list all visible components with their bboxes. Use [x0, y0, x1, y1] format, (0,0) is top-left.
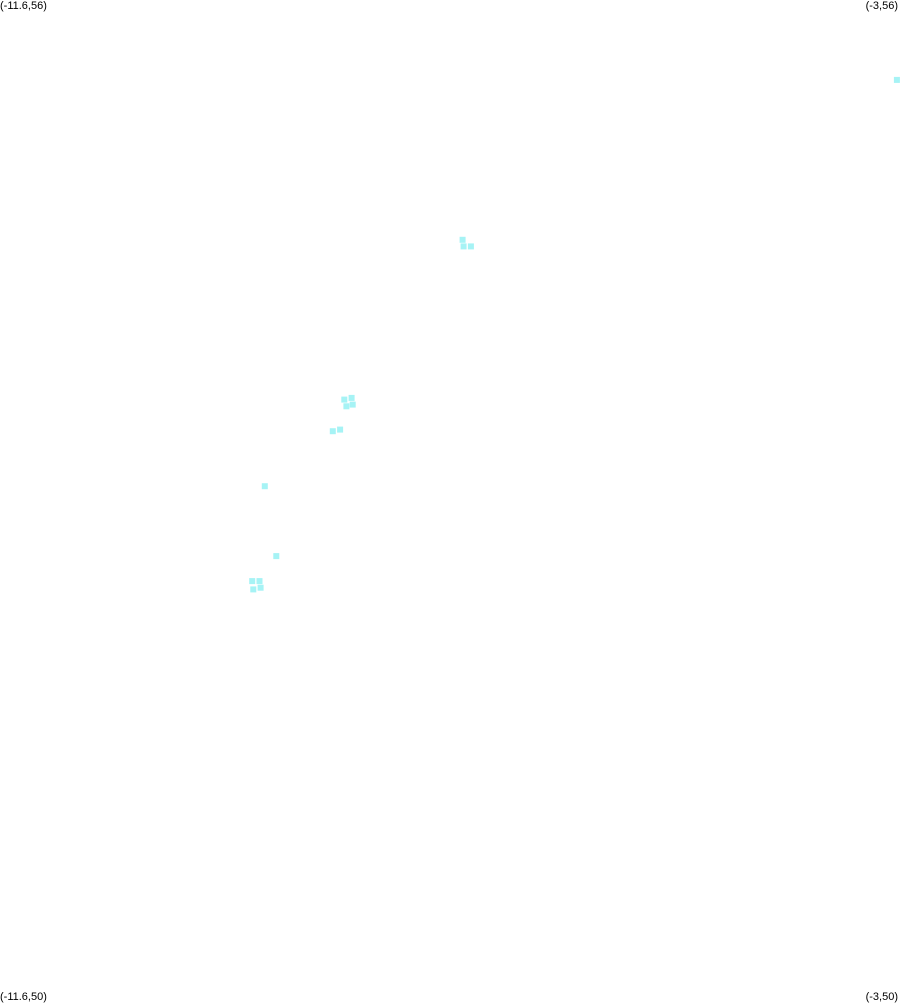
corner-label-top-left: (-11.6,56)	[0, 0, 47, 12]
point-marker[interactable]	[341, 396, 348, 403]
point-marker[interactable]	[348, 394, 355, 401]
point-marker[interactable]	[349, 401, 356, 408]
point-marker[interactable]	[261, 483, 268, 490]
point-marker[interactable]	[467, 243, 474, 250]
point-marker[interactable]	[250, 586, 257, 593]
point-marker[interactable]	[460, 243, 467, 250]
point-marker[interactable]	[893, 76, 900, 83]
point-marker[interactable]	[273, 553, 280, 560]
point-marker[interactable]	[329, 428, 336, 435]
point-marker[interactable]	[337, 426, 344, 433]
point-marker[interactable]	[257, 584, 264, 591]
point-marker[interactable]	[256, 578, 263, 585]
point-marker[interactable]	[459, 236, 466, 243]
point-marker[interactable]	[249, 578, 256, 585]
corner-label-top-right: (-3,56)	[865, 0, 898, 12]
point-marker[interactable]	[343, 403, 350, 410]
